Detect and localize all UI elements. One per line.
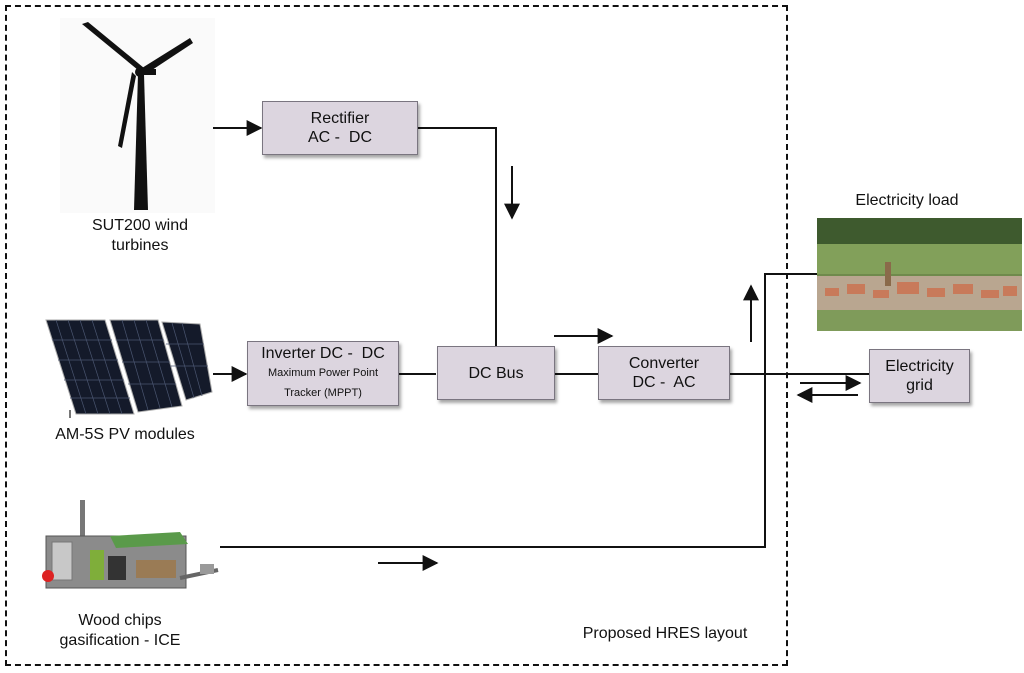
converter-block: Converter DC - AC <box>598 346 730 400</box>
pv-modules-label: AM-5S PV modules <box>55 426 195 443</box>
wind-turbine-icon <box>60 18 215 213</box>
rectifier-subtitle: AC - DC <box>308 129 372 146</box>
electricity-grid-block: Electricity grid <box>869 349 970 403</box>
grid-title: Electricity <box>885 358 954 375</box>
inverter-mppt-label: Maximum Power Point Tracker (MPPT) <box>267 367 379 399</box>
layout-caption: Proposed HRES layout <box>582 625 748 642</box>
dc-bus-block: DC Bus <box>437 346 555 400</box>
rectifier-block: Rectifier AC - DC <box>262 101 418 155</box>
inverter-title: Inverter DC - DC <box>261 345 385 362</box>
inverter-block: Inverter DC - DC Maximum Power Point Tra… <box>247 341 399 406</box>
electricity-load-label: Electricity load <box>855 192 959 209</box>
biomass-to-ac-line <box>220 273 817 548</box>
biomass-gasification-label: Wood chips gasification - ICE <box>59 612 181 649</box>
hres-boundary-frame <box>5 5 788 666</box>
converter-subtitle: DC - AC <box>632 374 696 391</box>
rectifier-title: Rectifier <box>310 110 370 127</box>
grid-subtitle: grid <box>906 377 933 394</box>
wind-turbine-label: SUT200 wind turbines <box>91 217 189 254</box>
pv-panel-icon <box>30 312 218 420</box>
converter-title: Converter <box>628 355 700 372</box>
gasification-plant-icon <box>42 500 219 589</box>
dc-bus-label: DC Bus <box>468 364 524 382</box>
electricity-load-village-icon <box>817 218 1022 331</box>
rectifier-to-dcbus-line <box>418 127 497 346</box>
